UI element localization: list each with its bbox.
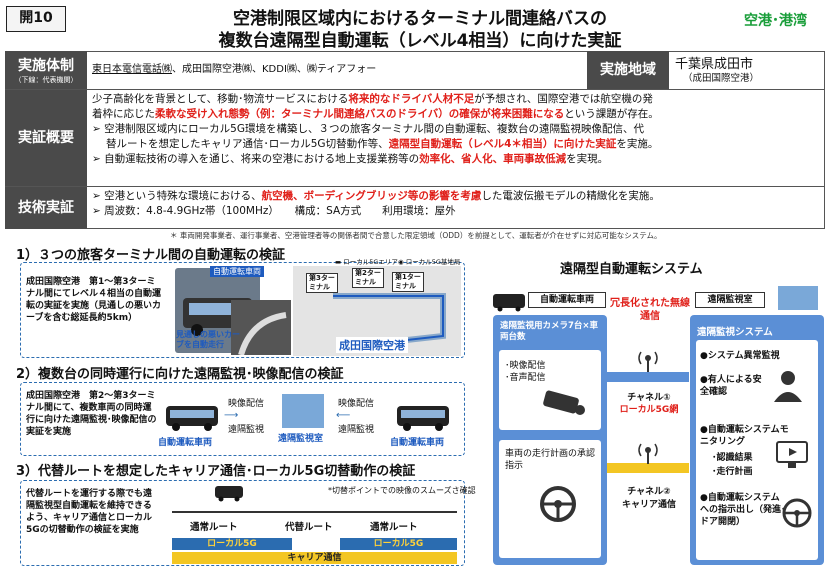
org-rest: 、成田国際空港㈱、KDDI㈱、㈱ティアフォー (172, 64, 377, 75)
building-icon (778, 286, 818, 310)
tech-label: 技術実証 (5, 187, 87, 229)
left-item2: ･音声配信 (505, 373, 546, 383)
system-title: 遠隔型自動運転システム (560, 262, 703, 277)
local5g-bar2: ローカル5G (340, 538, 457, 550)
section1-desc: 成田国際空港 第1～第3ターミナル間にてレベル４相当の自動運転の実証を実施（見通… (26, 277, 162, 323)
vehicle-tag: 自動運転車両 (210, 266, 264, 277)
title-line2: 複数台遠隔型自動運転（レベル4相当）に向けた実証 (218, 31, 622, 51)
doc-badge: 開10 (6, 6, 66, 32)
video-label: 映像配信 (228, 399, 265, 409)
right-item3a: ･認識結果 (712, 453, 753, 463)
bus-icon (164, 402, 220, 436)
route3: 通常ルート (370, 522, 418, 533)
local5g-bar1: ローカル5G (172, 538, 292, 550)
summary-text: 少子高齢化を背景として、移動･物流サービスにおける将来的なドライバ人材不足が予想… (92, 93, 659, 165)
video-label2: 映像配信 (338, 399, 375, 409)
redundant-label: 冗長化された無線通信 (610, 298, 690, 322)
route2: 代替ルート (285, 522, 333, 533)
channel2-band (607, 463, 689, 473)
site-text: 千葉県成田市 (675, 57, 754, 72)
channel1: チャネル① (627, 393, 671, 403)
terminal3-label: 第3ターミナル (306, 273, 338, 293)
tech-text: ➢ 空港という特殊な環境における、航空機、ボーディングブリッジ等の影響を考慮した… (92, 190, 660, 217)
legend-5g-area: ▬ ローカル5Gエリア (335, 258, 398, 266)
channel2: チャネル② (627, 487, 671, 497)
channel1-network: ローカル5G網 (619, 405, 679, 415)
bus-icon (214, 484, 244, 506)
left-item1: ･映像配信 (505, 361, 546, 371)
antenna-icon (636, 348, 660, 376)
section3-box (20, 480, 465, 566)
section3-desc: 代替ルートを運行する際でも遠隔監視型自動運転を維持できるよう、キャリア通信とロー… (26, 489, 153, 535)
room-box-label: 遠隔監視室 (695, 292, 765, 308)
monitor-label2: 遠隔監視 (338, 425, 375, 435)
arrow-icon: ⟵ (336, 410, 351, 421)
org-text: 東日本電信電話㈱、成田国際空港㈱、KDDI㈱、㈱ティアフォー (92, 62, 376, 77)
right-item3: ●自動運転システムモニタリング (700, 425, 789, 447)
site-label: 実施地域 (587, 51, 669, 89)
antenna-icon (636, 440, 660, 468)
person-icon (770, 368, 806, 406)
org-label: 実施体制 (18, 58, 74, 74)
monitor-system-head: 遠隔監視システム (697, 327, 773, 338)
channel2-network: キャリア通信 (621, 500, 676, 510)
site-subtext: （成田国際空港） (683, 73, 760, 84)
monitor-icon (775, 440, 809, 474)
switch-note: *切替ポイントでの映像のスムーズさ確認 (328, 486, 476, 495)
curve-photo (231, 300, 291, 356)
org-sublabel: （下線：代表機関） (14, 76, 78, 84)
plan-card (499, 440, 601, 558)
section1-title: 1）３つの旅客ターミナル間の自動運転の検証 (16, 248, 286, 263)
section2-box (20, 382, 465, 456)
left-item3: 車両の走行計画の承認指示 (505, 449, 596, 471)
footnote: ＊ 車両開発事業者、運行事業者、空港管理者等の関係者間で合意した限定領域（ODD… (170, 231, 662, 240)
right-item2: ●有人による安全確認 (700, 375, 762, 397)
divider (5, 186, 825, 187)
monitor-label: 遠隔監視 (228, 425, 265, 435)
channel1-band (607, 372, 689, 382)
legend-5g-station: ◉ ローカル5G基地局 (398, 258, 461, 266)
summary-label: 実証概要 (5, 90, 87, 186)
terminal1-label: 第1ターミナル (392, 272, 424, 292)
org-lead: 東日本電信電話㈱ (92, 64, 172, 75)
bus-icon (395, 402, 451, 436)
camera-head: 遠隔監視用カメラ7台×車両台数 (500, 321, 599, 342)
arrow-icon: ⟶ (224, 410, 239, 421)
route1: 通常ルート (190, 522, 238, 533)
bus-icon (492, 292, 526, 316)
right-item4: ●自動運転システムへの指示出し（発進･ドア開閉） (700, 493, 786, 527)
org-label-cell: 実施体制 （下線：代表機関） (5, 51, 87, 89)
vehicle2-label: 自動運転車両 (390, 438, 445, 448)
monitor-room-icon (282, 394, 324, 428)
section3-title: 3）代替ルートを想定したキャリア通信･ローカル5G切替動作の検証 (16, 464, 416, 479)
section2-desc: 成田国際空港 第2～第3ターミナル間にて、複数車両の同時運行に向けた遠隔監視･映… (26, 391, 157, 437)
right-item3b: ･走行計画 (712, 467, 753, 477)
carrier-bar: キャリア通信 (172, 552, 457, 564)
steering-wheel-icon (780, 496, 814, 534)
airport-label: 成田国際空港 (336, 337, 408, 353)
vehicle1-label: 自動運転車両 (158, 438, 213, 448)
route-line (172, 511, 457, 513)
category-label: 空港･港湾 (744, 13, 807, 29)
camera-card (499, 350, 601, 430)
vehicle-box-label: 自動運転車両 (528, 292, 606, 308)
divider (5, 89, 825, 90)
terminal2-label: 第2ターミナル (352, 268, 384, 288)
right-item1: ●システム異常監視 (700, 351, 780, 361)
section2-title: 2）複数台の同時運行に向けた遠隔監視･映像配信の検証 (16, 367, 344, 382)
room-label: 遠隔監視室 (278, 434, 324, 444)
steering-wheel-icon (538, 484, 578, 528)
section1-box (20, 262, 465, 358)
camera-icon (540, 388, 590, 422)
title-line1: 空港制限区域内におけるターミナル間連絡バスの (233, 9, 607, 29)
curve-label: 見通しの悪いカーブを自動走行 (176, 330, 240, 349)
